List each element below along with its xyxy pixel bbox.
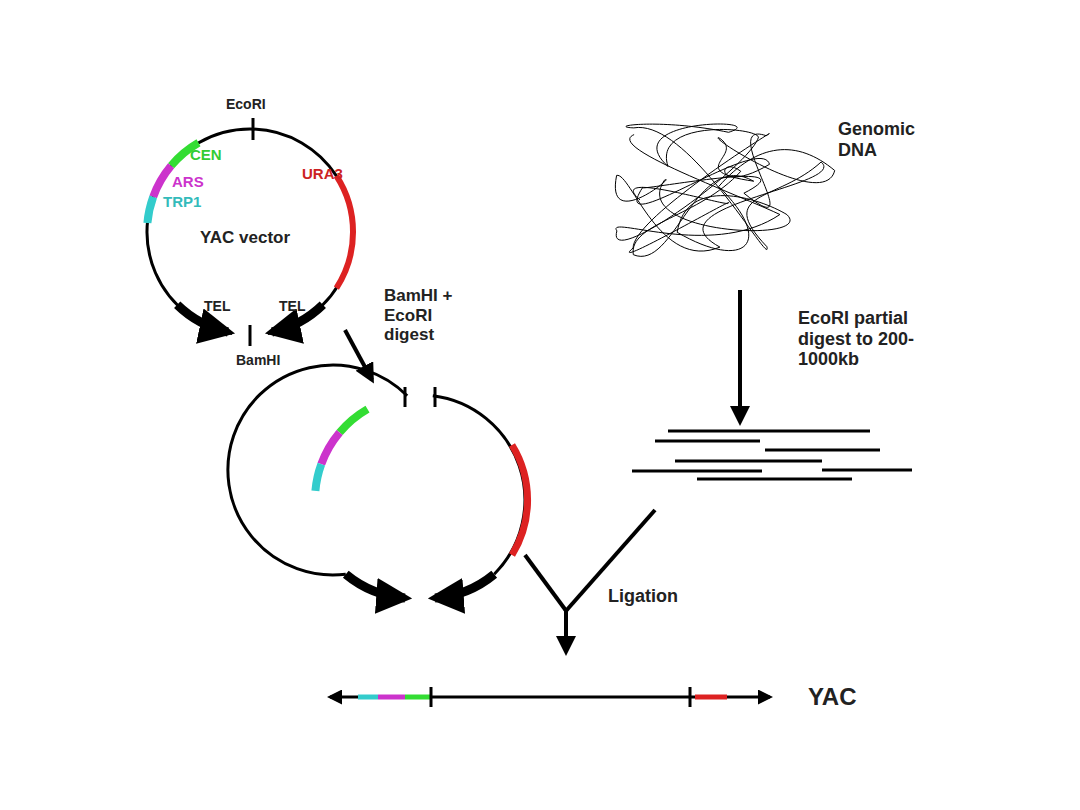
- step-label: Ligation: [608, 586, 678, 607]
- element-label: ARS: [172, 173, 204, 190]
- element-label: CEN: [190, 146, 222, 163]
- step-label: EcoRI partial digest to 200-1000kb: [798, 308, 943, 370]
- source-label: Genomic DNA: [838, 119, 948, 160]
- genomic-dna-tangle: [615, 124, 834, 256]
- step-label: BamHI + EcoRI digest: [384, 286, 466, 345]
- digested-vector: [228, 365, 528, 598]
- partial-digest-arrow: [738, 290, 742, 422]
- telomere-label: TEL: [279, 298, 305, 314]
- yac-construct: [330, 687, 770, 707]
- yac-vector-circle: [147, 118, 353, 346]
- site-label: BamHI: [236, 352, 280, 368]
- vector-name: YAC vector: [200, 228, 290, 248]
- element-label: URA3: [302, 165, 343, 182]
- element-label: TRP1: [163, 193, 201, 210]
- site-label: EcoRI: [226, 96, 266, 112]
- telomere-label: TEL: [204, 298, 230, 314]
- dna-fragments: [632, 431, 912, 479]
- ligation-arrows: [525, 510, 655, 652]
- dna-strand: [615, 124, 834, 256]
- product-label: YAC: [808, 683, 856, 711]
